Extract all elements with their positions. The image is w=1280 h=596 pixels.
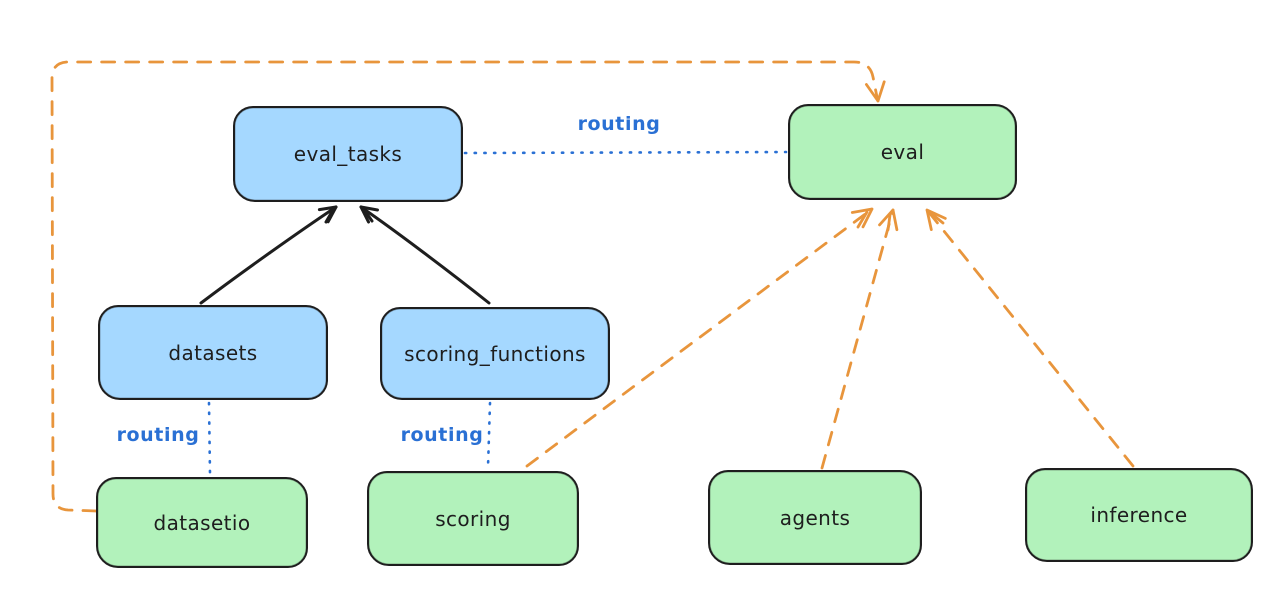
node-datasets[interactable]: datasets <box>98 305 328 400</box>
edge-eval-tasks-to-eval <box>463 150 788 155</box>
node-scoring-functions-label: scoring_functions <box>404 341 586 366</box>
node-inference-label: inference <box>1090 503 1188 527</box>
edge-scoring-to-eval <box>525 207 874 468</box>
edge-datasets-to-datasetio <box>207 401 212 476</box>
edge-label-routing-eval-tasks-eval: routing <box>577 113 661 135</box>
node-agents-label: agents <box>779 505 851 530</box>
node-agents[interactable]: agents <box>708 470 922 565</box>
node-scoring[interactable]: scoring <box>367 471 579 566</box>
node-eval-label: eval <box>880 140 925 164</box>
node-eval-tasks-label: eval_tasks <box>293 142 403 166</box>
node-datasetio-label: datasetio <box>153 510 251 535</box>
edge-datasets-to-eval-tasks <box>199 205 338 305</box>
edge-datasetio-to-eval <box>50 60 886 513</box>
edge-label-routing-datasets-datasetio: routing <box>116 424 200 446</box>
node-eval-tasks[interactable]: eval_tasks <box>233 106 463 202</box>
edge-agents-to-eval <box>820 208 899 470</box>
edge-scoring-functions-to-eval-tasks <box>359 205 491 305</box>
edge-label-routing-scoring-functions-scoring: routing <box>400 424 484 446</box>
edge-scoring-functions-to-scoring <box>486 401 492 469</box>
node-scoring-functions[interactable]: scoring_functions <box>380 307 610 400</box>
node-inference[interactable]: inference <box>1025 468 1253 562</box>
edge-inference-to-eval <box>925 208 1135 468</box>
node-eval[interactable]: eval <box>788 104 1017 200</box>
node-datasetio[interactable]: datasetio <box>96 477 308 568</box>
node-scoring-label: scoring <box>435 506 511 531</box>
node-datasets-label: datasets <box>168 340 258 365</box>
